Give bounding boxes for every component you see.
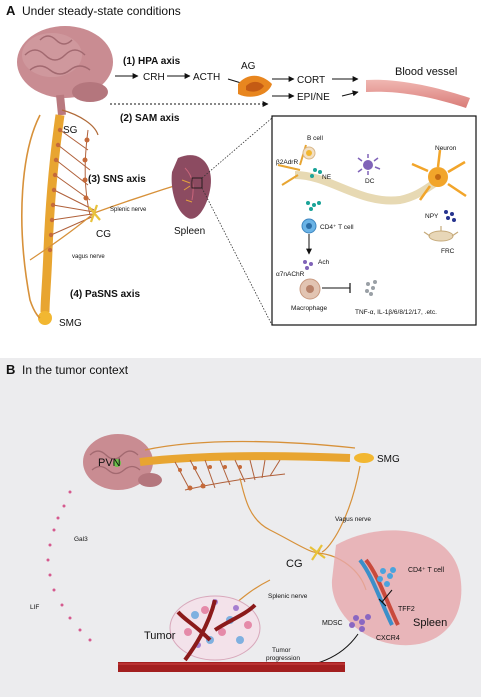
tumor-progression-label-2: progression bbox=[266, 655, 300, 662]
splenic-nerve-b-label: Splenic nerve bbox=[268, 593, 308, 600]
sg-label: SG bbox=[63, 125, 78, 136]
brain-illustration bbox=[17, 26, 113, 116]
splenic-nerve-label: Splenic nerve bbox=[110, 207, 147, 213]
panel-b-letter: B bbox=[6, 362, 15, 377]
spleen-b-illustration bbox=[331, 530, 462, 646]
cg-ganglion bbox=[88, 204, 101, 223]
cort-label: CORT bbox=[297, 75, 325, 86]
mdsc-cells bbox=[349, 614, 371, 632]
blood-vessel-label: Blood vessel bbox=[395, 66, 457, 78]
spleen-illustration bbox=[171, 155, 211, 219]
panel-a-title: Under steady-state conditions bbox=[22, 4, 181, 18]
cytokine-dots bbox=[365, 280, 377, 296]
b-cell-icon bbox=[302, 146, 316, 160]
macrophage-icon bbox=[299, 278, 321, 300]
b2adrr-label: β2AdrR bbox=[276, 159, 298, 166]
pvn-node bbox=[113, 459, 121, 467]
neuron-label: Neuron bbox=[435, 145, 457, 152]
vagus-nerve-label: vagus nerve bbox=[72, 254, 105, 260]
cd4-t-cell-icon bbox=[301, 218, 317, 234]
pvn-label: PVN bbox=[98, 457, 121, 469]
npy-dots bbox=[444, 210, 456, 222]
smg-b-node bbox=[354, 453, 374, 463]
tumor-progression-label-1: Tumor bbox=[272, 647, 291, 654]
ach-dots bbox=[303, 260, 313, 270]
cg-b-ganglion bbox=[309, 544, 326, 561]
dc-label: DC bbox=[365, 178, 375, 185]
sympathetic-chain-b bbox=[174, 459, 286, 491]
smg-label: SMG bbox=[59, 318, 82, 329]
epi-ne-label: EPI/NE bbox=[297, 92, 330, 103]
spleen-label: Spleen bbox=[174, 226, 205, 237]
ag-label: AG bbox=[241, 61, 256, 72]
dc-icon bbox=[357, 154, 381, 175]
smg-node bbox=[38, 311, 52, 325]
pasns-axis-label: (4) PaSNS axis bbox=[70, 289, 140, 300]
frc-label: FRC bbox=[441, 248, 455, 255]
neuron-icon bbox=[411, 149, 467, 201]
tumor-illustration bbox=[169, 595, 261, 662]
acth-label: ACTH bbox=[193, 72, 220, 83]
cg-label: CG bbox=[96, 229, 111, 240]
cxcr4-label: CXCR4 bbox=[376, 635, 400, 642]
smg-b-label: SMG bbox=[377, 454, 400, 465]
cd4-b-cells bbox=[377, 567, 396, 587]
macrophage-label: Macrophage bbox=[291, 305, 328, 312]
ne-label: NE bbox=[322, 174, 332, 181]
frc-icon bbox=[423, 226, 459, 242]
panel-b-title: In the tumor context bbox=[22, 363, 129, 377]
sns-axis-label: (3) SNS axis bbox=[88, 174, 146, 185]
npy-label: NPY bbox=[425, 213, 439, 220]
adrenal-gland-icon bbox=[238, 75, 272, 97]
lif-label: LIF bbox=[30, 604, 39, 611]
cd4-b-label: CD4⁺ T cell bbox=[408, 567, 445, 574]
gal3-label: Gal3 bbox=[74, 536, 88, 543]
crh-label: CRH bbox=[143, 72, 165, 83]
vagus-nerve-b-label: Vagus nerve bbox=[335, 516, 371, 523]
ganglia-dots bbox=[47, 127, 90, 253]
blood-vessel-icon bbox=[366, 79, 470, 108]
panel-a-letter: A bbox=[6, 3, 16, 18]
mdsc-label: MDSC bbox=[322, 620, 343, 627]
cytokines-label: TNF-α, IL-1β/6/8/12/17, .etc. bbox=[355, 309, 437, 316]
cd4-label: CD4⁺ T cell bbox=[320, 224, 354, 231]
ach-label: Ach bbox=[318, 259, 330, 266]
tumor-label: Tumor bbox=[144, 630, 176, 642]
cg-b-label: CG bbox=[286, 558, 303, 570]
spleen-b-label: Spleen bbox=[413, 617, 447, 629]
spinal-cord-b bbox=[139, 452, 351, 466]
ganglia-dots-b bbox=[178, 465, 242, 491]
hpa-axis-label: (1) HPA axis bbox=[123, 56, 181, 67]
gal3-lif-dots bbox=[46, 490, 92, 642]
a7nachr-label: α7nAChR bbox=[276, 271, 305, 278]
tff2-label: TFF2 bbox=[398, 606, 415, 613]
b-cell-label: B cell bbox=[307, 135, 323, 142]
ne-dots bbox=[306, 168, 322, 211]
sam-axis-label: (2) SAM axis bbox=[120, 113, 180, 124]
